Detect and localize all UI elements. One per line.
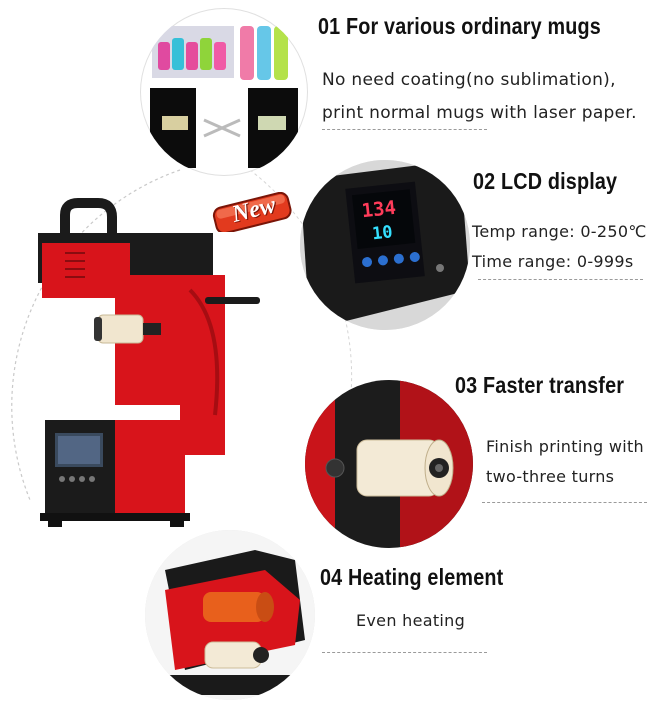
section-4-line-1: Even heating — [356, 611, 466, 630]
section-4-title: 04 Heating element — [320, 564, 504, 590]
section-2-divider — [478, 279, 643, 280]
roller-photo-circle — [305, 380, 473, 548]
section-2-line-2: Time range: 0-999s — [472, 252, 634, 271]
section-1-line-1: No need coating(no sublimation), — [322, 70, 616, 90]
lcd-photo-image: 134 10 — [300, 160, 470, 330]
new-badge: New — [208, 192, 296, 232]
mug-press-machine-image — [38, 198, 260, 527]
mugs-photo-circle — [140, 8, 308, 176]
heating-photo-image — [145, 530, 315, 700]
section-3-line-2: two-three turns — [486, 467, 615, 486]
lcd-time-readout: 10 — [371, 222, 393, 244]
mugs-photo-image — [150, 26, 298, 168]
section-2-title: 02 LCD display — [473, 168, 618, 194]
lcd-temp-readout: 134 — [361, 197, 397, 222]
section-1-line-2: print normal mugs with laser paper. — [322, 103, 637, 123]
roller-photo-image — [305, 380, 473, 548]
section-2-line-1: Temp range: 0-250℃ — [472, 222, 647, 241]
section-3-divider — [482, 502, 647, 503]
section-3-line-1: Finish printing with — [486, 437, 644, 456]
new-badge-icon — [212, 192, 292, 232]
section-4-divider — [322, 652, 487, 653]
heating-photo-circle — [145, 530, 315, 700]
lcd-photo-circle: 134 10 — [300, 160, 470, 330]
section-1-title: 01 For various ordinary mugs — [318, 13, 601, 39]
section-3-title: 03 Faster transfer — [455, 372, 625, 398]
section-1-divider — [322, 129, 487, 130]
